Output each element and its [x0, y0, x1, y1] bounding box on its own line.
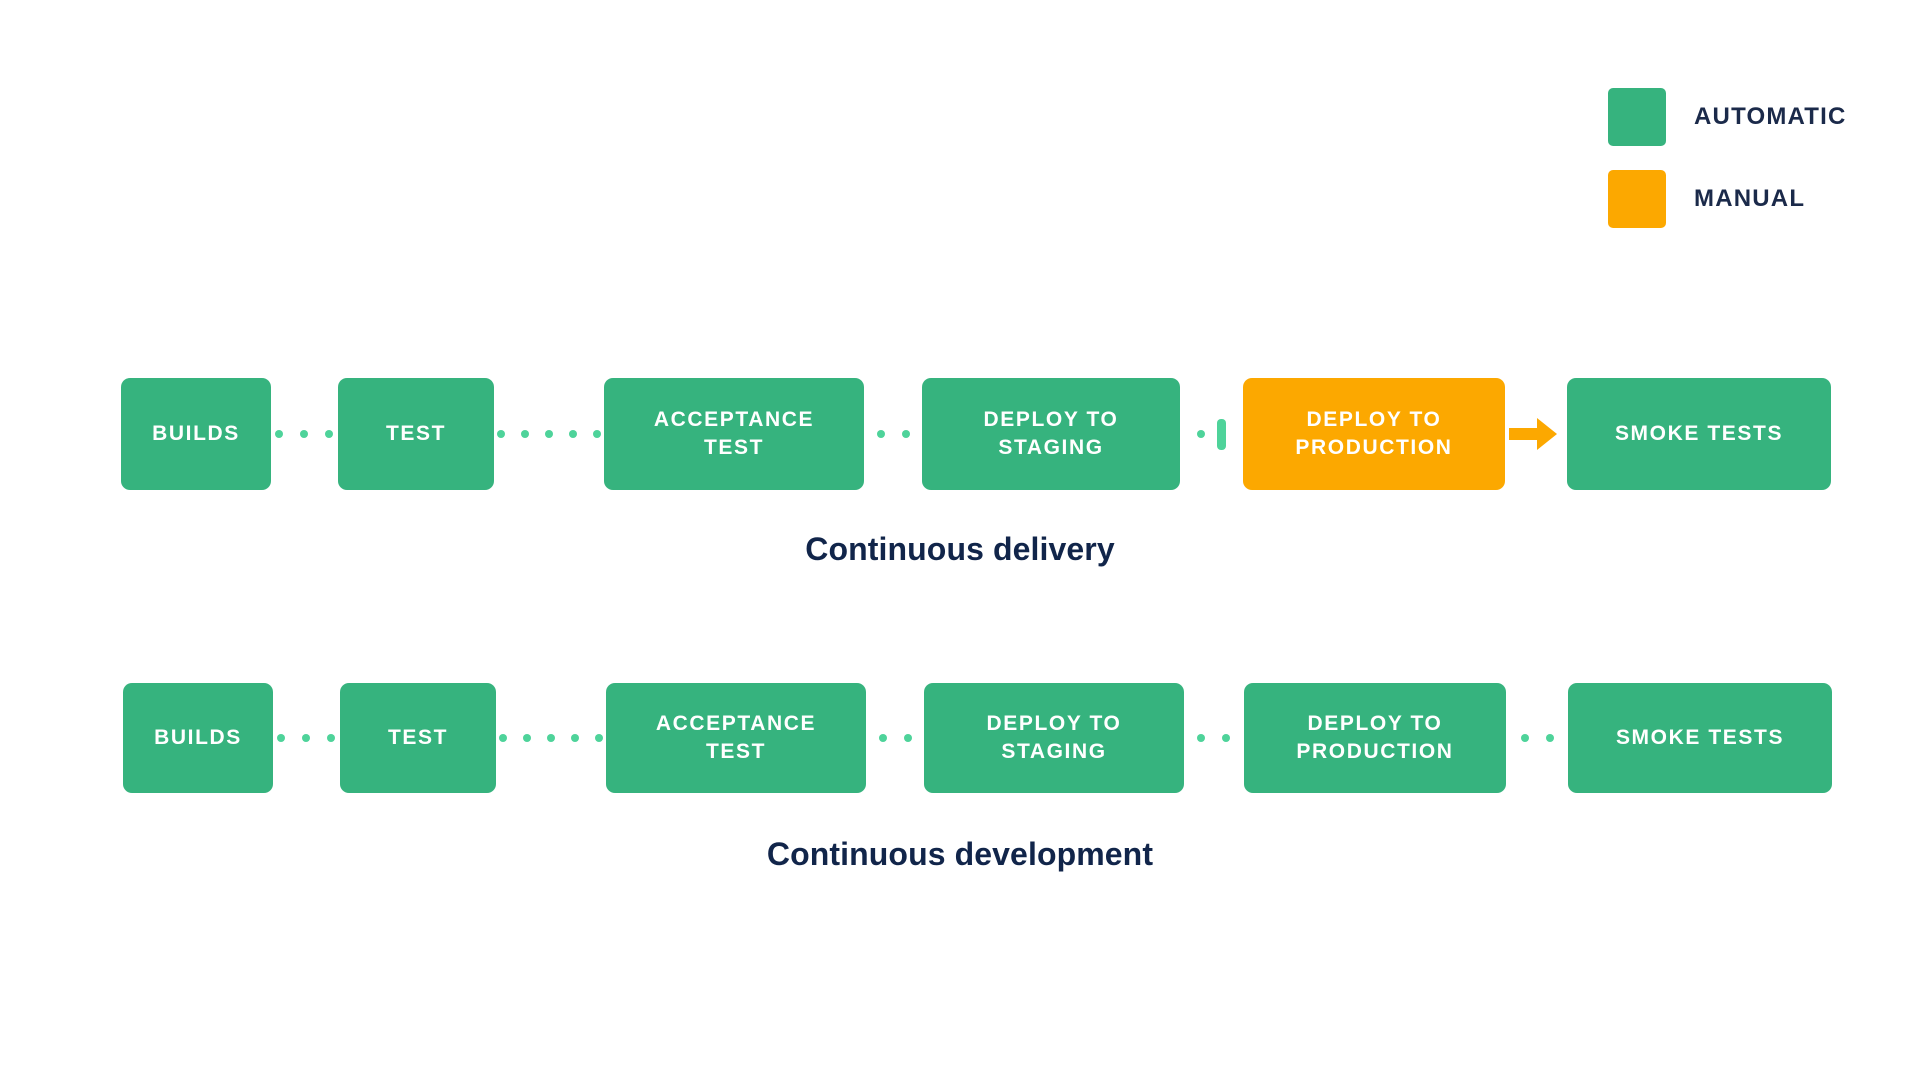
legend: AUTOMATIC MANUAL: [1608, 88, 1847, 228]
stage-label: TEST: [387, 726, 449, 750]
stage-label: ACCEPTANCE TEST: [653, 408, 815, 459]
stage-label: DEPLOY TO PRODUCTION: [1295, 408, 1453, 459]
connector-dot: [878, 734, 887, 742]
connector-acceptance-test-to-deploy-staging: [868, 683, 922, 793]
connector-dot: [545, 430, 553, 438]
stage-box-deploy-to-staging[interactable]: DEPLOY TO STAGING: [924, 683, 1184, 793]
connector-dot: [521, 430, 529, 438]
connector-dot: [1520, 734, 1529, 742]
legend-swatch-automatic: [1608, 88, 1666, 146]
stage-label: ACCEPTANCE TEST: [655, 712, 817, 763]
connector-dot: [876, 430, 885, 438]
legend-item-automatic: AUTOMATIC: [1608, 88, 1847, 146]
stage-box-builds[interactable]: BUILDS: [123, 683, 273, 793]
connector-dot: [595, 734, 603, 742]
stage-label: DEPLOY TO STAGING: [983, 408, 1119, 459]
arrow-head-icon: [1537, 418, 1557, 450]
connector-test-to-acceptance-test: [498, 683, 604, 793]
connector-dot: [1221, 734, 1230, 742]
connector-acceptance-test-to-deploy-staging: [866, 378, 920, 490]
stage-label: BUILDS: [154, 726, 242, 750]
connector-dot: [901, 430, 910, 438]
connector-dot: [327, 734, 335, 742]
stage-box-deploy-to-production[interactable]: DEPLOY TO PRODUCTION: [1244, 683, 1506, 793]
pipeline-continuous-delivery: BUILDS TEST ACCEPTANCE TEST DEPLOY TO ST…: [0, 371, 1920, 491]
caption-continuous-development: Continuous development: [766, 836, 1154, 872]
connector-dot: [547, 734, 555, 742]
stage-box-test[interactable]: TEST: [340, 683, 496, 793]
stage-box-smoke-tests[interactable]: SMOKE TESTS: [1568, 683, 1832, 793]
connector-builds-to-test: [274, 683, 338, 793]
connector-dot: [1196, 734, 1205, 742]
connector-dot: [593, 430, 601, 438]
connector-dot: [277, 734, 285, 742]
pipeline-continuous-development: BUILDS TEST ACCEPTANCE TEST DEPLOY TO ST…: [0, 677, 1920, 797]
stage-box-builds[interactable]: BUILDS: [121, 378, 271, 490]
connector-dot: [499, 734, 507, 742]
connector-builds-to-test: [272, 378, 336, 490]
connector-dot: [300, 430, 308, 438]
stage-label: TEST: [385, 422, 447, 446]
connector-dot: [1545, 734, 1554, 742]
connector-dot: [569, 430, 577, 438]
connector-dot: [1196, 430, 1205, 438]
connector-dot: [275, 430, 283, 438]
stage-label: DEPLOY TO STAGING: [986, 712, 1122, 763]
stage-box-deploy-to-production[interactable]: DEPLOY TO PRODUCTION: [1243, 378, 1505, 490]
stage-box-test[interactable]: TEST: [338, 378, 494, 490]
connector-dot: [497, 430, 505, 438]
caption-continuous-delivery: Continuous delivery: [805, 531, 1115, 567]
connector-test-to-acceptance-test: [496, 378, 602, 490]
connector-deploy-staging-to-deploy-production: [1182, 378, 1240, 490]
arrow-shaft: [1509, 428, 1537, 440]
connector-deploy-production-to-smoke-tests: [1508, 683, 1566, 793]
legend-swatch-manual: [1608, 170, 1666, 228]
stage-label: SMOKE TESTS: [1615, 726, 1785, 750]
stage-label: SMOKE TESTS: [1614, 422, 1784, 446]
stage-label: DEPLOY TO PRODUCTION: [1296, 712, 1454, 763]
stage-box-acceptance-test[interactable]: ACCEPTANCE TEST: [604, 378, 864, 490]
legend-label-manual: MANUAL: [1694, 185, 1806, 212]
stage-box-deploy-to-staging[interactable]: DEPLOY TO STAGING: [922, 378, 1180, 490]
stage-box-acceptance-test[interactable]: ACCEPTANCE TEST: [606, 683, 866, 793]
connector-bar: [1216, 418, 1226, 450]
connector-dot: [571, 734, 579, 742]
legend-label-automatic: AUTOMATIC: [1694, 103, 1847, 130]
connector-deploy-staging-to-deploy-production: [1186, 683, 1240, 793]
connector-dot: [325, 430, 333, 438]
legend-item-manual: MANUAL: [1608, 170, 1847, 228]
stage-box-smoke-tests[interactable]: SMOKE TESTS: [1567, 378, 1831, 490]
connector-dot: [302, 734, 310, 742]
stage-label: BUILDS: [152, 422, 240, 446]
connector-dot: [903, 734, 912, 742]
connector-dot: [523, 734, 531, 742]
arrow-deploy-production-to-smoke-tests: [1509, 418, 1557, 450]
